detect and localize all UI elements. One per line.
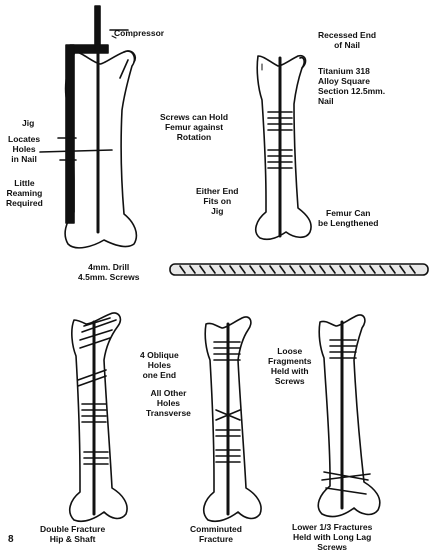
figure-number: 8	[8, 534, 14, 545]
compressor-post	[95, 6, 100, 52]
jig-arm	[70, 45, 108, 53]
femur-comminuted	[204, 317, 261, 521]
label-compressor: Compressor	[114, 28, 164, 38]
femur-with-jig	[40, 6, 136, 248]
femur-nail-inserted	[256, 56, 311, 240]
nail-side-view	[170, 264, 428, 275]
label-jig: Jig	[22, 118, 34, 128]
jig-bar	[66, 45, 74, 223]
femur-lower-third	[318, 315, 380, 517]
femur-double-fracture	[70, 313, 127, 521]
